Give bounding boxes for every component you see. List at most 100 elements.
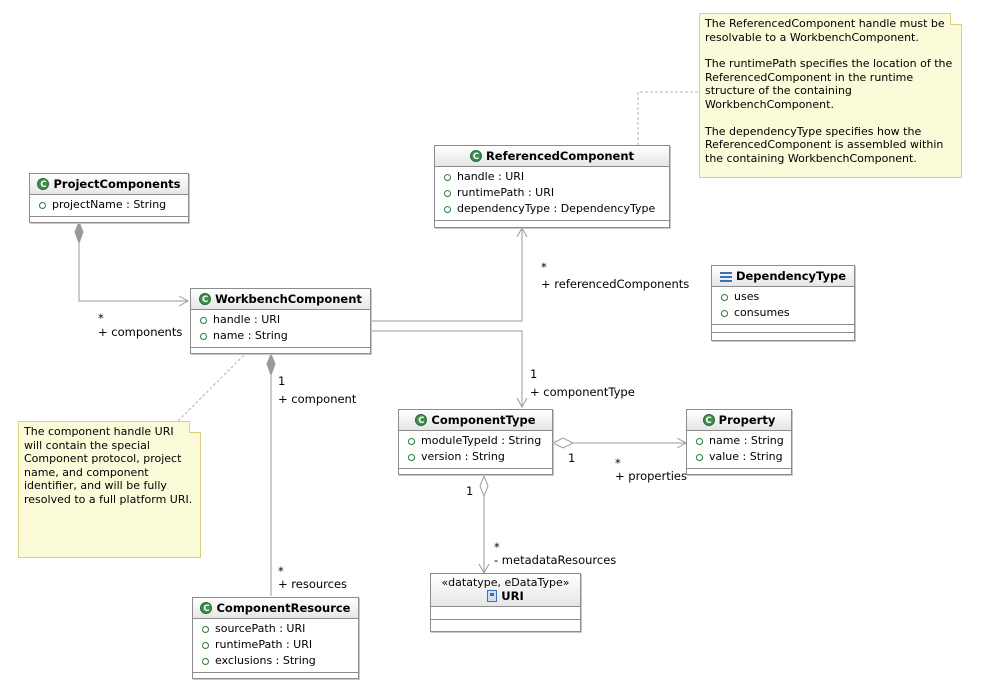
role-label: + componentType [530,385,635,399]
literal-icon [721,293,728,301]
class-name: ReferencedComponent [485,149,635,163]
multiplicity-label: * [615,456,621,470]
attribute-compartment: sourcePath : URI runtimePath : URI exclu… [193,619,358,673]
operation-compartment [435,221,669,229]
components-association [78,243,188,302]
public-visibility-icon [202,625,209,633]
public-visibility-icon [39,201,46,209]
attribute: sourcePath : URI [193,621,358,637]
attribute: name : String [191,328,370,344]
arrowhead [178,295,190,307]
uri-datatype[interactable]: «datatype, eDataType» URI [430,573,581,632]
operation-compartment [193,673,358,681]
datatype-icon [487,590,498,602]
role-label: + components [98,325,183,339]
class-name: WorkbenchComponent [215,292,362,306]
aggregation-diamond [551,437,575,449]
public-visibility-icon [696,453,703,461]
public-visibility-icon [444,173,451,181]
dependency-type-enum[interactable]: DependencyType uses consumes [711,265,855,341]
attribute: name : String [687,433,791,449]
operation-compartment [30,217,188,225]
public-visibility-icon [202,657,209,665]
note-fold [950,13,962,25]
note-paragraph: The runtimePath specifies the location o… [705,57,953,111]
enum-literal: consumes [712,305,854,321]
note-paragraph: The dependencyType specifies how the Ref… [705,124,944,165]
public-visibility-icon [200,332,207,340]
class-icon: C [200,602,213,614]
attribute-compartment: handle : URI name : String [191,310,370,348]
class-name: ProjectComponents [53,177,181,191]
public-visibility-icon [444,205,451,213]
multiplicity-label: * [541,260,547,274]
public-visibility-icon [408,453,415,461]
class-icon: C [199,293,212,305]
attribute: exclusions : String [193,653,358,669]
attribute-compartment: handle : URI runtimePath : URI dependenc… [435,167,669,221]
composition-diamond [74,220,84,245]
attribute: handle : URI [435,169,669,185]
note-anchor [177,354,245,422]
note-paragraph: The ReferencedComponent handle must be r… [705,17,945,44]
stereotype-label: «datatype, eDataType» [441,576,570,589]
public-visibility-icon [444,189,451,197]
public-visibility-icon [408,437,415,445]
arrowhead [516,226,528,238]
referenced-components-association [371,228,523,322]
role-label: - metadataResources [494,553,617,567]
role-label: + component [278,392,357,406]
note-fold [189,421,201,433]
class-name: Property [718,413,776,427]
aggregation-diamond [479,474,489,498]
component-handle-note: The component handle URI will contain th… [18,421,201,558]
multiplicity-label: 1 [530,367,538,381]
class-icon: C [702,414,715,426]
class-header: «datatype, eDataType» URI [431,574,580,607]
attribute: moduleTypeId : String [399,433,552,449]
enumeration-icon [719,271,732,282]
attribute: handle : URI [191,312,370,328]
public-visibility-icon [200,316,207,324]
operation-compartment [712,325,854,333]
attribute-compartment: projectName : String [30,195,188,217]
class-header: DependencyType [712,266,854,287]
composition-diamond [266,352,276,377]
component-type-association [371,330,523,407]
class-icon: C [469,150,482,162]
role-label: + referencedComponents [541,277,690,291]
attribute: runtimePath : URI [193,637,358,653]
referenced-component-note: The ReferencedComponent handle must be r… [699,13,962,178]
multiplicity-label: 1 [466,484,474,498]
literal-icon [721,309,728,317]
operation-compartment [431,620,580,628]
attribute: dependencyType : DependencyType [435,201,669,217]
operation-compartment [191,348,370,356]
class-name: ComponentType [431,413,536,427]
enum-literal: uses [712,289,854,305]
public-visibility-icon [202,641,209,649]
extra-compartment [712,333,854,341]
attribute: value : String [687,449,791,465]
attribute-compartment [431,607,580,620]
attribute-compartment: moduleTypeId : String version : String [399,431,552,469]
class-name: ComponentResource [216,601,351,615]
class-icon: C [415,414,428,426]
attribute: projectName : String [30,197,188,213]
multiplicity-label: * [278,564,284,578]
class-icon: C [37,178,50,190]
operation-compartment [687,469,791,477]
